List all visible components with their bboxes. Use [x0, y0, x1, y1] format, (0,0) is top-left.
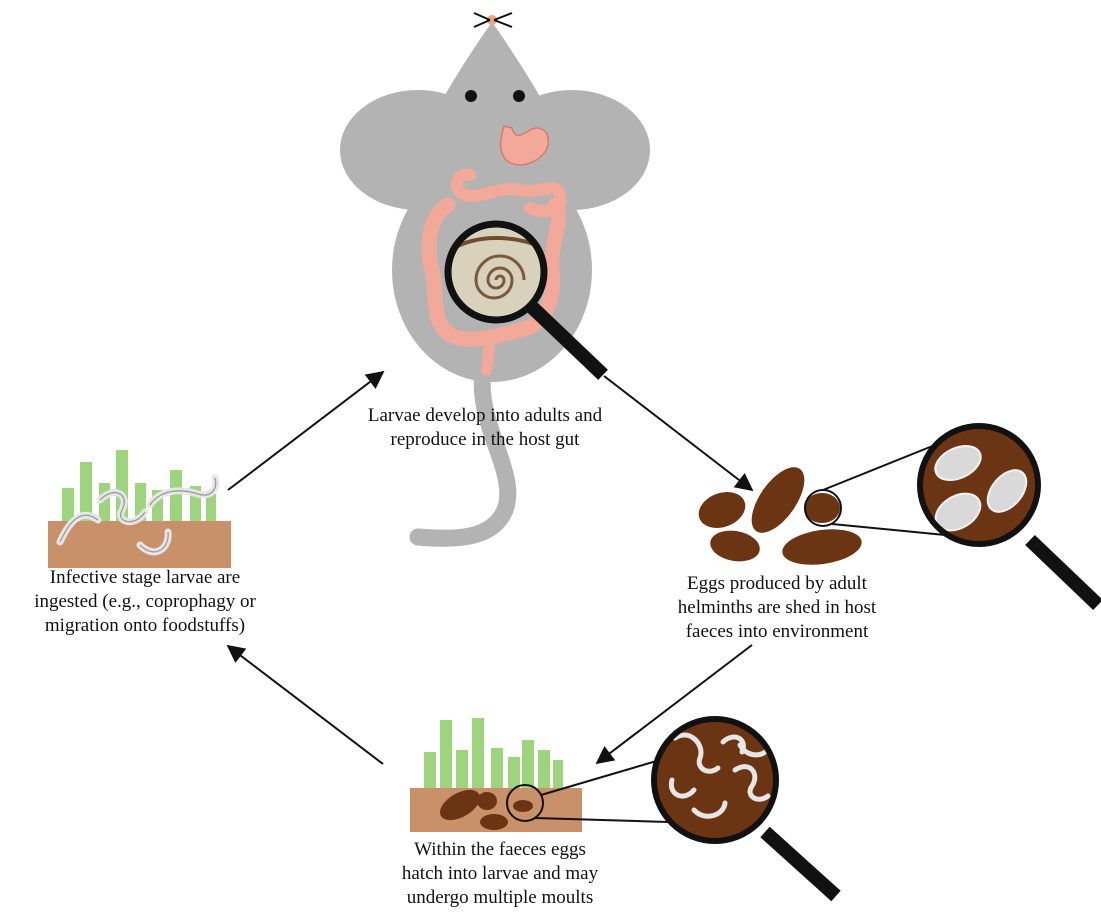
larva-magnifier-handle: [765, 832, 836, 896]
label-infective-ingested: Infective stage larvae are ingested (e.g…: [0, 566, 290, 638]
label-larvae-hatch: Within the faeces eggs hatch into larvae…: [355, 838, 645, 910]
larva-magnifier: [654, 719, 836, 896]
faeces-cluster: [694, 459, 864, 570]
hatching-grass-patch: [410, 718, 582, 832]
mouse-host: [340, 13, 650, 538]
infective-grass-patch: [48, 450, 231, 568]
label-adult-development: Larvae develop into adults and reproduce…: [340, 404, 630, 452]
grass: [424, 718, 563, 790]
arrow-hatching-to-infective: [228, 646, 383, 764]
egg-magnifier-handle: [1030, 540, 1098, 605]
rectum: [486, 335, 490, 370]
mouse-left-eye: [465, 90, 477, 102]
mouse-right-eye: [513, 90, 525, 102]
mouse-head: [422, 22, 563, 198]
egg-magnifier: [920, 426, 1098, 605]
label-eggs-shed: Eggs produced by adult helminths are she…: [632, 572, 922, 644]
